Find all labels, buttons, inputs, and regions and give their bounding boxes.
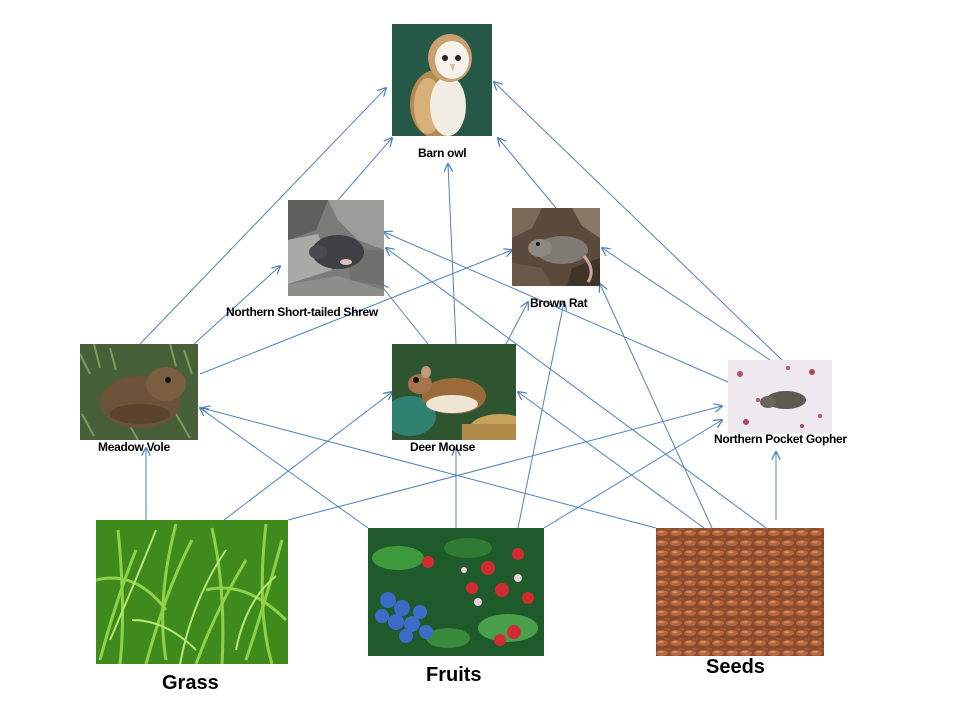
fruits-photo <box>368 528 544 656</box>
meadow-vole-photo <box>80 344 198 440</box>
arrow-seeds-to-deer-mouse <box>518 392 705 529</box>
arrow-gopher-to-brown-rat <box>602 248 771 361</box>
shrew-label: Northern Short-tailed Shrew <box>226 305 378 319</box>
fruits-label: Fruits <box>426 664 482 686</box>
arrow-meadow-vole-to-shrew <box>193 266 280 345</box>
grass-photo <box>96 520 288 664</box>
arrow-deer-mouse-to-brown-rat <box>505 302 528 345</box>
arrow-grass-to-gopher <box>287 406 722 521</box>
brown-rat-photo <box>512 208 600 286</box>
deer-mouse-photo <box>392 344 516 440</box>
meadow-vole-label: Meadow Vole <box>98 440 170 454</box>
arrow-gopher-to-shrew <box>384 232 729 383</box>
arrow-seeds-to-brown-rat <box>600 284 713 529</box>
shrew-photo <box>288 200 384 296</box>
deer-mouse-label: Deer Mouse <box>410 440 476 454</box>
barn-owl-label: Barn owl <box>418 146 467 160</box>
arrow-shrew-to-barn-owl <box>337 138 392 201</box>
arrow-seeds-to-meadow-vole <box>202 408 657 529</box>
pocket-gopher-photo <box>728 360 832 434</box>
seeds-photo <box>656 528 824 656</box>
pocket-gopher-label: Northern Pocket Gopher <box>714 432 847 446</box>
grass-label: Grass <box>162 672 219 694</box>
arrow-brown-rat-to-barn-owl <box>498 138 557 209</box>
arrow-fruits-to-brown-rat <box>517 302 564 529</box>
arrow-deer-mouse-to-barn-owl <box>448 164 457 345</box>
arrow-deer-mouse-to-shrew <box>380 284 429 345</box>
arrow-gopher-to-barn-owl <box>494 82 783 361</box>
barn-owl-photo <box>392 24 492 136</box>
arrow-meadow-vole-to-brown-rat <box>199 250 512 375</box>
arrow-meadow-vole-to-barn-owl <box>139 88 386 345</box>
brown-rat-label: Brown Rat <box>530 296 588 310</box>
arrow-fruits-to-meadow-vole <box>200 408 369 529</box>
arrow-grass-to-deer-mouse <box>223 392 392 521</box>
seeds-label: Seeds <box>706 656 765 678</box>
arrow-seeds-to-shrew <box>386 248 767 529</box>
arrow-fruits-to-gopher <box>543 420 722 529</box>
